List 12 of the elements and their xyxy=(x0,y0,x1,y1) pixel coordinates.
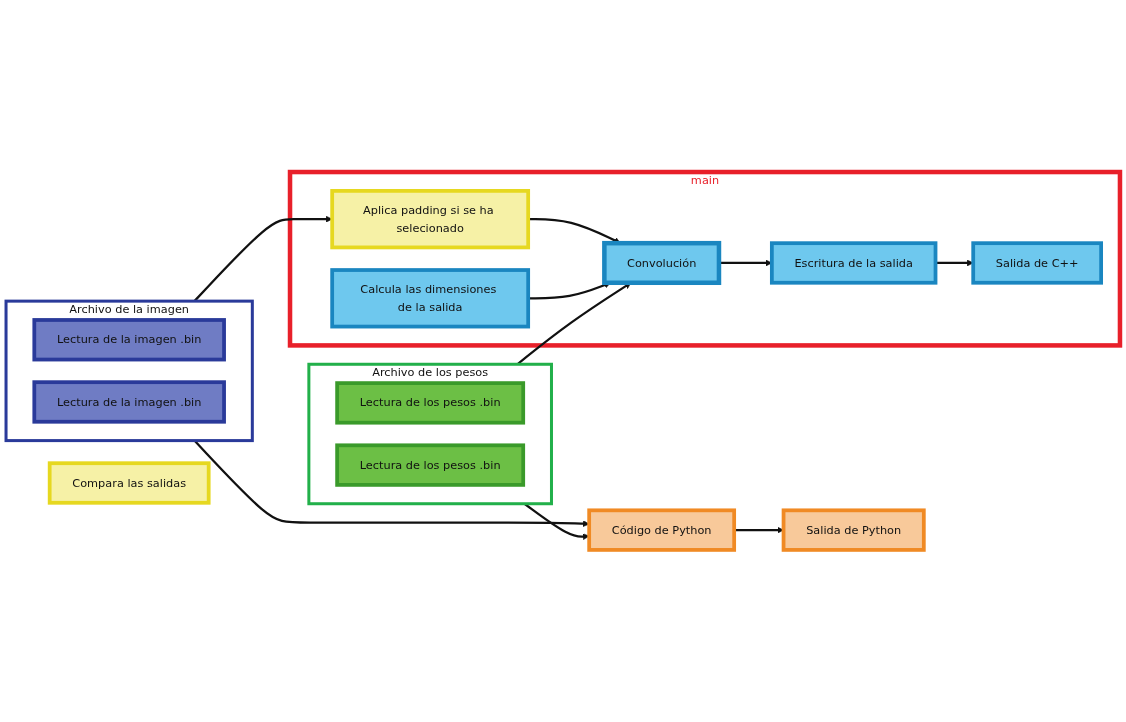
node-box: Lectura de la imagen .bin xyxy=(32,380,226,424)
node-box: Calcula las dimensiones de la salida xyxy=(330,268,531,329)
node-box: Lectura de los pesos .bin xyxy=(335,443,526,487)
node-box: Lectura de la imagen .bin xyxy=(32,318,226,362)
node-box: Compara las salidas xyxy=(47,461,211,505)
node-box: Salida de Python xyxy=(781,508,926,552)
node-box: Convolución xyxy=(602,240,722,286)
node-box: Escritura de la salida xyxy=(769,241,938,285)
node-box: Lectura de los pesos .bin xyxy=(335,381,526,425)
node-box: Código de Python xyxy=(587,508,737,552)
node-box: Aplica padding si se ha selecionado xyxy=(330,189,531,250)
node-box: Salida de C++ xyxy=(971,241,1103,285)
